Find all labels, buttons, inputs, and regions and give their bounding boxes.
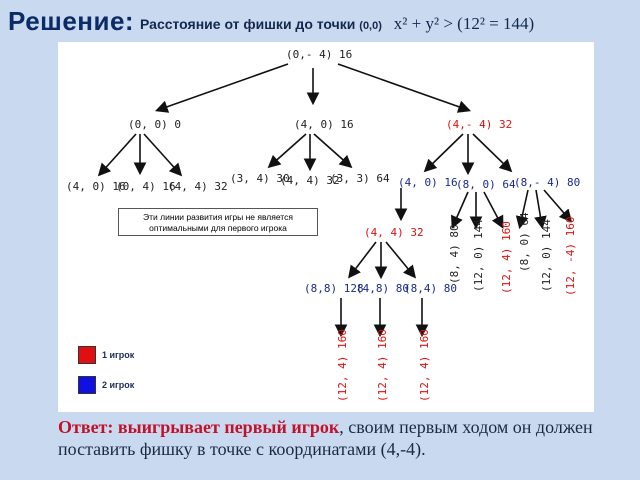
node-4-0: (4, 0) 16: [294, 118, 354, 131]
rot-r-6: (12, -4) 160: [564, 217, 577, 296]
legend-label-2: 2 игрок: [102, 380, 135, 390]
note-box: Эти линии развития игры не является опти…: [118, 208, 318, 236]
node-0-0: (0, 0) 0: [128, 118, 181, 131]
answer-highlight: Ответ: выигрывает первый игрок: [58, 417, 340, 437]
node-m-2: (4, 4) 32: [280, 174, 340, 187]
subtitle-origin: (0,0): [359, 20, 382, 32]
node-b-3: (8,4) 80: [404, 282, 457, 295]
legend-swatch-blue: [78, 376, 96, 394]
tree-panel: (0,- 4) 16 (0, 0) 0 (4, 0) 16 (4,- 4) 32…: [58, 42, 594, 412]
rot-b-2: (12, 4) 160: [376, 329, 389, 402]
legend-player2: 2 игрок: [78, 376, 134, 394]
game-tree: (0,- 4) 16 (0, 0) 0 (4, 0) 16 (4,- 4) 32…: [66, 48, 580, 402]
rot-r-4: (8, 0) 64: [518, 212, 531, 272]
subtitle: Расстояние от фишки до точки (0,0) x² + …: [140, 14, 534, 34]
rot-r-2: (12, 0) 144: [472, 219, 485, 292]
node-r-2: (8, 0) 64: [456, 178, 516, 191]
node-4-m4: (4,- 4) 32: [446, 118, 512, 131]
node-l-1: (4, 0) 16: [66, 180, 126, 193]
rot-b-3: (12, 4) 160: [418, 329, 431, 402]
node-r-3: (8,- 4) 80: [514, 176, 580, 189]
tree-edges: [97, 63, 573, 338]
node-l-3: (4, 4) 32: [168, 180, 228, 193]
formula: x² + y² > (12² = 144): [393, 14, 535, 33]
node-b-2: (4,8) 80: [356, 282, 409, 295]
root-node: (0,- 4) 16: [286, 48, 352, 61]
node-b-1: (8,8) 128: [304, 282, 364, 295]
rot-r-1: (8, 4) 80: [448, 224, 461, 284]
node-l-2: (0, 4) 16: [116, 180, 176, 193]
answer-rest: , своим первым ходом он должен поставить…: [58, 417, 593, 459]
rot-r-3: (12, 4) 160: [500, 221, 513, 294]
answer-text: Ответ: выигрывает первый игрок, своим пе…: [58, 416, 618, 460]
legend-swatch-red: [78, 346, 96, 364]
node-r-1: (4, 0) 16: [398, 176, 458, 189]
node-m-3: (3, 3) 64: [330, 172, 390, 185]
rot-r-5: (12, 0) 144: [540, 219, 553, 292]
node-m-1: (3, 4) 30: [230, 172, 290, 185]
node-4-4: (4, 4) 32: [364, 226, 424, 239]
page-title: Решение:: [8, 6, 135, 36]
legend-label-1: 1 игрок: [102, 350, 135, 360]
rot-b-1: (12, 4) 160: [336, 329, 349, 402]
legend-player1: 1 игрок: [78, 346, 134, 364]
subtitle-text: Расстояние от фишки до точки: [140, 16, 356, 32]
